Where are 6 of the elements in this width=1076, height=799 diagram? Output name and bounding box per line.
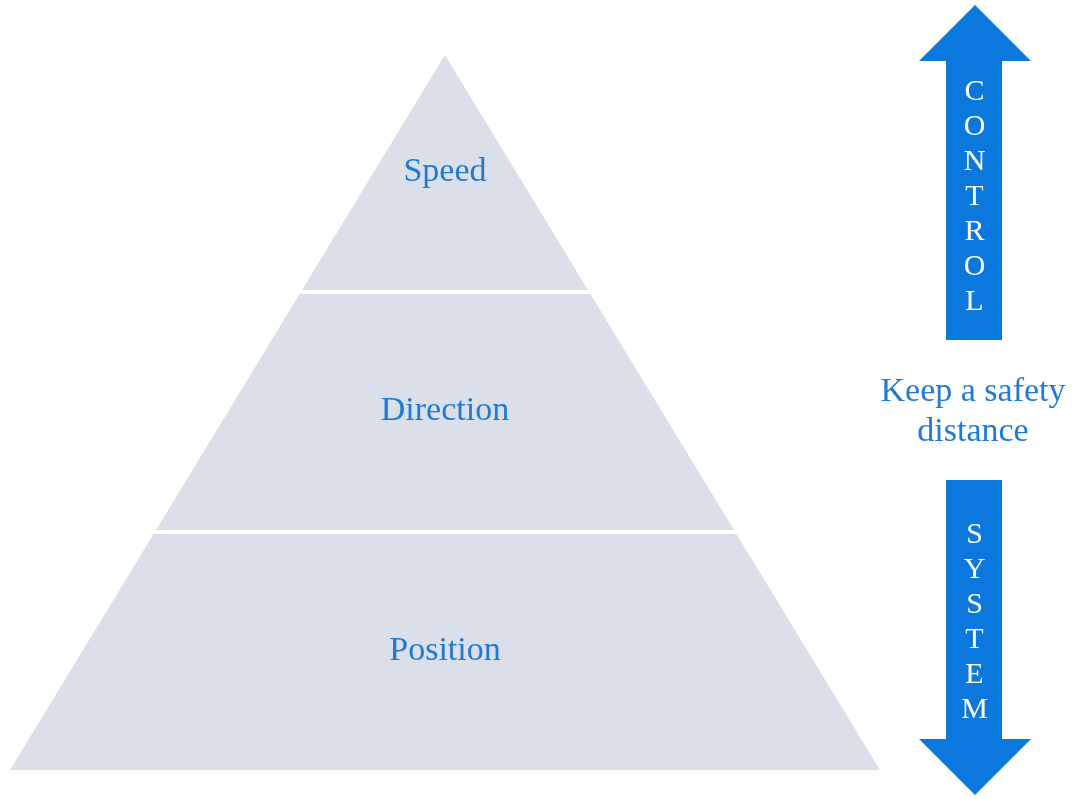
arrow-label: SYSTEM <box>959 516 989 726</box>
note-text: Keep a safety distance <box>879 370 1067 450</box>
tier-label: Position <box>388 630 502 668</box>
tier-label: Direction <box>379 390 511 428</box>
tier-label: Speed <box>402 150 488 189</box>
arrow-label: CONTROL <box>959 73 989 318</box>
